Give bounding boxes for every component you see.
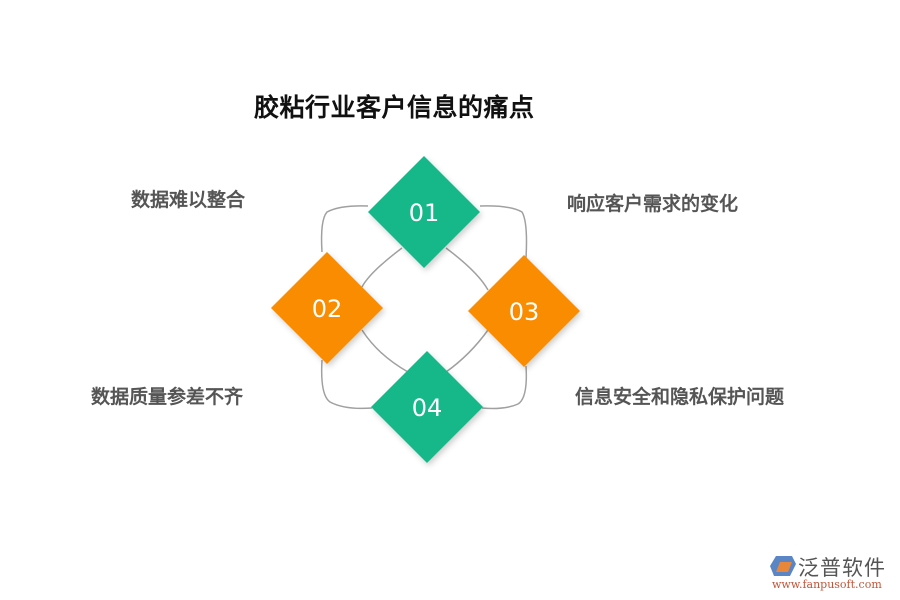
- connector-lines: [320, 205, 528, 410]
- label-security-privacy: 信息安全和隐私保护问题: [575, 386, 785, 408]
- logo-url: www.fanpusoft.com: [772, 578, 882, 591]
- label-customer-needs: 响应客户需求的变化: [567, 193, 739, 215]
- logo-mark-icon: [770, 556, 796, 576]
- label-data-integration: 数据难以整合: [131, 189, 246, 211]
- logo-name: 泛普软件: [798, 556, 886, 580]
- diamond-02: 02: [271, 252, 383, 364]
- svg-text:02: 02: [312, 295, 343, 323]
- label-data-quality: 数据质量参差不齐: [91, 386, 244, 408]
- diamond-01: 01: [368, 156, 480, 268]
- fanpusoft-logo: 泛普软件 www.fanpusoft.com: [768, 552, 898, 596]
- diamond-03: 03: [468, 255, 580, 367]
- page-title: 胶粘行业客户信息的痛点: [254, 93, 535, 122]
- svg-text:03: 03: [509, 298, 540, 326]
- svg-text:01: 01: [409, 199, 440, 227]
- svg-text:04: 04: [412, 394, 443, 422]
- diamond-04: 04: [371, 351, 483, 463]
